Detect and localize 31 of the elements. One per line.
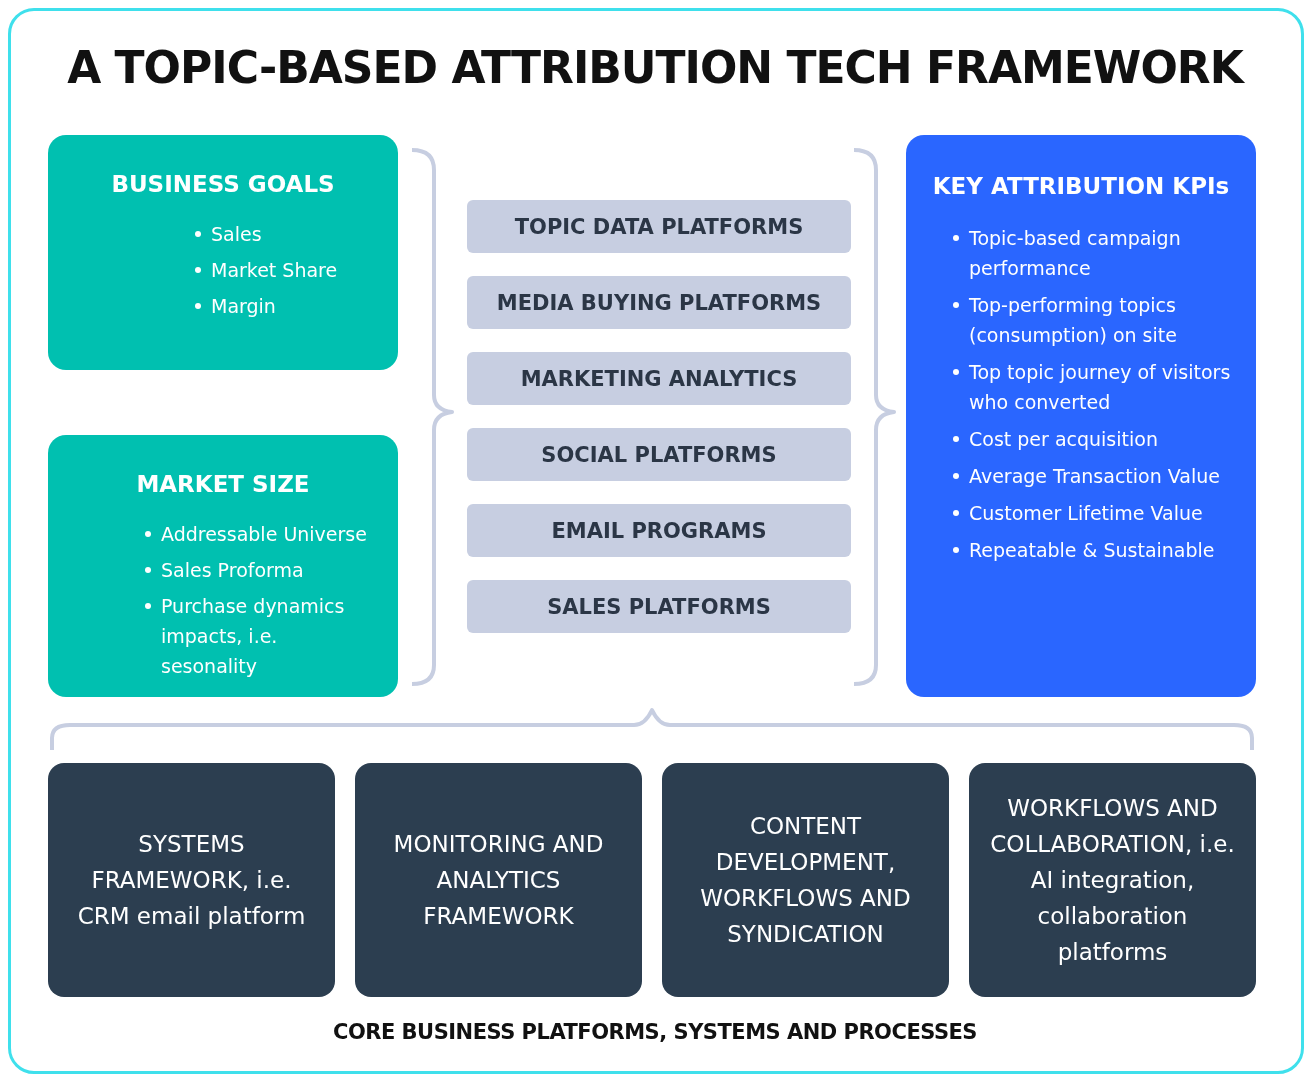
core-platform-box: MONITORING AND ANALYTICS FRAMEWORK <box>355 763 642 997</box>
bullet-item: Top-performing topics (consumption) on site <box>951 290 1236 350</box>
platform-bar: SALES PLATFORMS <box>467 580 851 633</box>
platform-bar: SOCIAL PLATFORMS <box>467 428 851 481</box>
category-card <box>48 435 398 697</box>
bullet-item: Market Share <box>193 255 378 285</box>
bullet-item: Average Transaction Value <box>951 461 1236 491</box>
diagram-caption: CORE BUSINESS PLATFORMS, SYSTEMS AND PROCESSES <box>332 1020 978 1044</box>
bullet-item: Margin <box>193 291 378 321</box>
core-platform-box: SYSTEMS FRAMEWORK, i.e. CRM email platform <box>48 763 335 997</box>
card-heading: KEY ATTRIBUTION KPIs <box>931 173 1231 199</box>
category-card <box>48 135 398 370</box>
platform-bar: EMAIL PROGRAMS <box>467 504 851 557</box>
bullet-item: Sales Proforma <box>143 555 378 585</box>
core-platform-box: WORKFLOWS AND COLLABORATION, i.e. AI integration, collaboration platforms <box>969 763 1256 997</box>
bullet-item: Addressable Universe <box>143 519 378 549</box>
platform-bar: TOPIC DATA PLATFORMS <box>467 200 851 253</box>
platform-bar: MARKETING ANALYTICS <box>467 352 851 405</box>
platform-bar: MEDIA BUYING PLATFORMS <box>467 276 851 329</box>
card-heading: MARKET SIZE <box>135 471 311 497</box>
bullet-item: Cost per acquisition <box>951 424 1236 454</box>
core-platform-box: CONTENT DEVELOPMENT, WORKFLOWS AND SYNDICATION <box>662 763 949 997</box>
card-heading: BUSINESS GOALS <box>110 171 336 197</box>
bullet-item: Purchase dynamics impacts, i.e. sesonality <box>143 591 378 681</box>
bullet-item: Repeatable & Sustainable <box>951 535 1236 565</box>
bullet-item: Sales <box>193 219 378 249</box>
bullet-item: Top topic journey of visitors who converted <box>951 357 1236 417</box>
bullet-item: Customer Lifetime Value <box>951 498 1236 528</box>
diagram-title: A TOPIC-BASED ATTRIBUTION TECH FRAMEWORK <box>66 42 1246 93</box>
bullet-item: Topic-based campaign performance <box>951 223 1236 283</box>
category-card <box>906 135 1256 697</box>
